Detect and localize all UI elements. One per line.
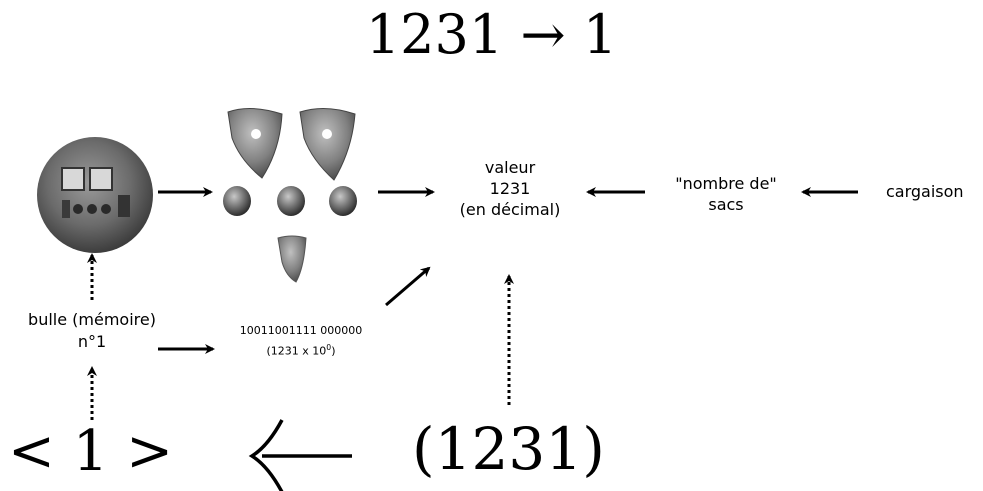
pebble-token-2	[277, 186, 305, 216]
clay-bulla-image	[37, 137, 153, 253]
arrow-binary-to-valeur	[385, 266, 431, 307]
cone-token-2	[299, 108, 356, 181]
cargaison-label: cargaison	[886, 182, 964, 201]
valeur-label: valeur 1231 (en décimal)	[459, 158, 561, 219]
binary-label: 10011001111 000000 (1231 x 100)	[216, 322, 386, 360]
small-cone-token	[277, 235, 307, 283]
index-expression: < 1 >	[8, 419, 174, 484]
binary-note: (1231 x 100)	[266, 343, 336, 358]
pebble-token-3	[329, 186, 357, 216]
value-expression: (1231)	[412, 415, 605, 483]
title-formula: 1231 → 1	[365, 3, 618, 66]
nombre-de-sacs-label: "nombre de" sacs	[675, 174, 777, 214]
cone-token-1	[227, 108, 283, 179]
bulle-label: bulle (mémoire) n°1	[28, 310, 156, 351]
binary-value: 10011001111 000000	[239, 324, 363, 337]
pebble-token-1	[223, 186, 251, 216]
long-left-arrow	[248, 419, 352, 491]
